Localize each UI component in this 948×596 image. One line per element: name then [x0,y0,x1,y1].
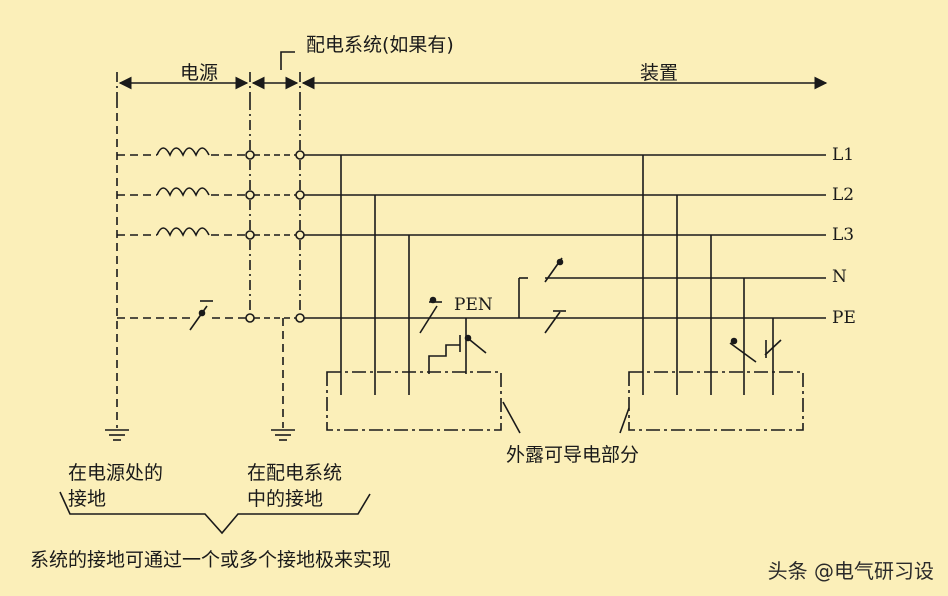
pen-label: PEN [454,295,493,315]
source-earthing-line1: 在电源处的 [68,462,164,484]
watermark: 头条 @电气研习设 [767,559,934,583]
conductor-l1-label: L1 [832,145,855,165]
distribution-system-label: 配电系统(如果有) [306,34,454,56]
equipment-left [326,371,502,431]
source-earthing-line2: 接地 [68,488,107,510]
equipment-right [628,371,804,431]
conductor-pe-label: PE [832,308,856,328]
source-label: 电源 [180,62,219,84]
footer-note: 系统的接地可通过一个或多个接地极来实现 [30,549,392,571]
dist-earthing-line2: 中的接地 [247,488,324,510]
coil-l3 [156,227,210,237]
conductor-l3-label: L3 [832,225,855,245]
conductor-l2-label: L2 [832,185,855,205]
installation-label: 装置 [640,62,679,84]
coil-l1 [156,147,210,157]
conductor-n-label: N [832,267,847,287]
exposed-parts-label: 外露可导电部分 [506,444,640,466]
coil-l2 [156,187,210,197]
dist-earthing-line1: 在配电系统 [247,462,343,484]
bottom-bracket [59,491,371,535]
distribution-leader [280,51,295,70]
